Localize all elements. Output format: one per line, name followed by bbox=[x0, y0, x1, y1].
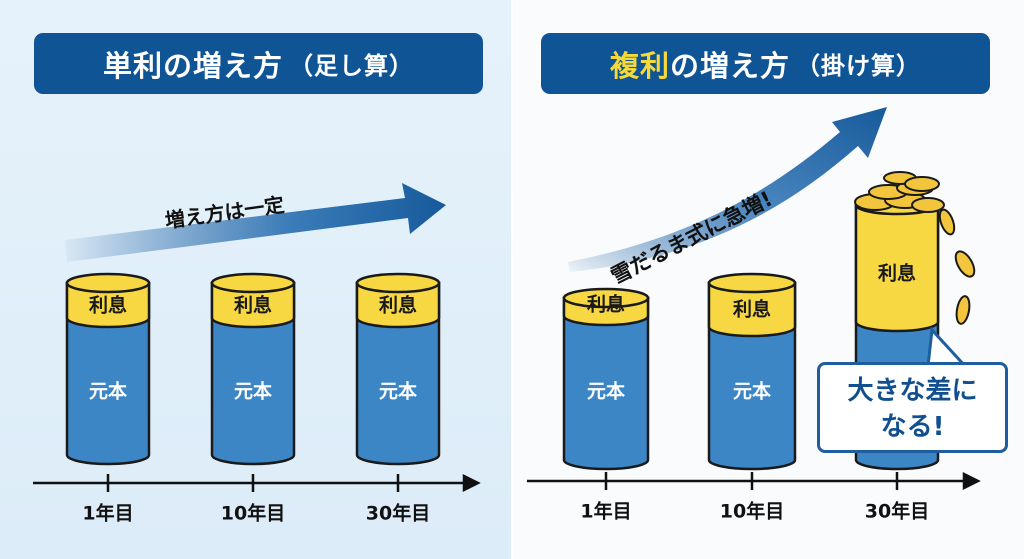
cylinder-top bbox=[355, 272, 441, 294]
title-subtext: （足し算） bbox=[289, 52, 414, 80]
interest-label: 利息 bbox=[877, 262, 917, 285]
callout-line: 大きな差に bbox=[847, 376, 978, 406]
principal-section bbox=[65, 281, 151, 466]
year-label: 10年目 bbox=[719, 500, 785, 523]
interest-label: 利息 bbox=[586, 293, 626, 316]
big-difference-callout: 大きな差に なる! bbox=[817, 362, 1008, 453]
interest-section bbox=[210, 281, 296, 329]
interest-section bbox=[65, 281, 151, 329]
callout-tail bbox=[926, 326, 969, 368]
principal-label: 元本 bbox=[732, 380, 772, 403]
year-label: 1年目 bbox=[82, 502, 134, 525]
simple-interest-title: 単利の増え方（足し算） bbox=[34, 33, 483, 94]
compound-interest-title: 複利の増え方（掛け算） bbox=[541, 33, 990, 94]
principal-label: 元本 bbox=[88, 380, 128, 403]
principal-label: 元本 bbox=[586, 380, 626, 403]
interest-section bbox=[355, 281, 441, 329]
title-subtext: （掛け算） bbox=[796, 52, 922, 80]
cylinder-top bbox=[562, 287, 650, 309]
savings-cylinder bbox=[707, 272, 797, 471]
savings-cylinder bbox=[210, 272, 296, 466]
snowball-growth-arrow bbox=[568, 107, 887, 272]
principal-section bbox=[210, 281, 296, 466]
steady-growth-arrow bbox=[65, 183, 446, 262]
callout-line: なる! bbox=[880, 412, 945, 442]
savings-cylinder bbox=[562, 287, 650, 471]
interest-label: 利息 bbox=[378, 294, 418, 317]
timeline-axis-left bbox=[33, 473, 481, 493]
interest-label: 利息 bbox=[88, 294, 128, 317]
interest-label: 利息 bbox=[233, 294, 273, 317]
year-label: 30年目 bbox=[365, 502, 431, 525]
principal-label: 元本 bbox=[233, 380, 273, 403]
title-highlight: 複利 bbox=[609, 48, 670, 83]
interest-label: 利息 bbox=[732, 298, 772, 321]
savings-cylinder bbox=[65, 272, 151, 466]
timeline-axis-right bbox=[527, 471, 981, 491]
title-text: 単利の増え方 bbox=[102, 48, 283, 83]
cylinder-top bbox=[210, 272, 296, 294]
savings-cylinder bbox=[355, 272, 441, 466]
interest-section bbox=[854, 203, 940, 333]
year-label: 30年目 bbox=[864, 500, 930, 523]
coin-pile bbox=[854, 171, 976, 325]
principal-label: 元本 bbox=[378, 380, 418, 403]
principal-section bbox=[562, 296, 650, 471]
year-label: 1年目 bbox=[580, 500, 632, 523]
title-text: の増え方 bbox=[670, 48, 791, 83]
cylinder-top bbox=[707, 272, 797, 294]
cylinder-top bbox=[65, 272, 151, 294]
principal-section bbox=[355, 281, 441, 466]
year-label: 10年目 bbox=[220, 502, 286, 525]
interest-section bbox=[707, 281, 797, 338]
